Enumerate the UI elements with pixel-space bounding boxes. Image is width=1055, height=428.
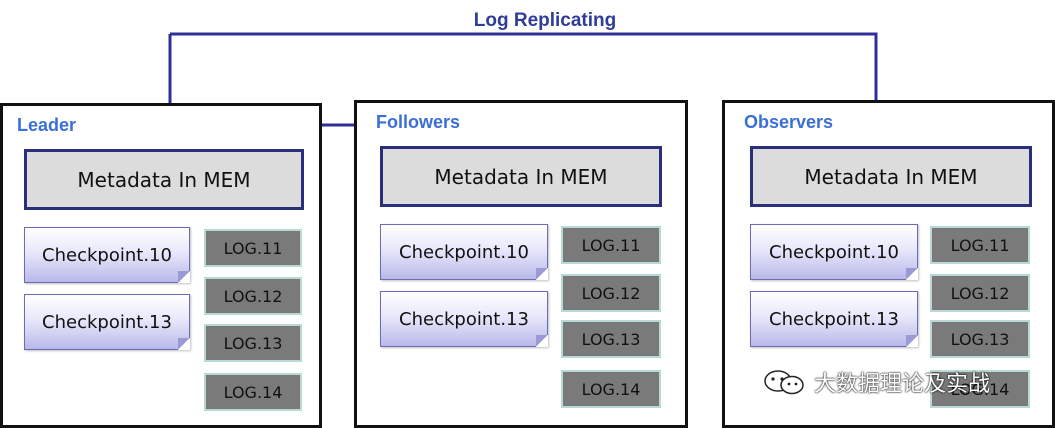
observers-log-14: LOG.14 xyxy=(930,370,1030,408)
checkpoint-label: Checkpoint.10 xyxy=(42,244,172,266)
wechat-icon xyxy=(764,370,804,395)
observers-log-11: LOG.11 xyxy=(930,226,1030,264)
checkpoint-label: Checkpoint.13 xyxy=(399,308,529,330)
checkpoint-label: Checkpoint.10 xyxy=(769,241,899,263)
followers-title: Followers xyxy=(376,112,461,132)
leader-metadata-memory: Metadata In MEM xyxy=(24,149,304,210)
followers-checkpoint-13: Checkpoint.13 xyxy=(380,291,548,347)
arrow-to-observers xyxy=(170,32,881,130)
observers-log-12: LOG.12 xyxy=(930,274,1030,312)
leader-checkpoint-10: Checkpoint.10 xyxy=(24,227,190,283)
checkpoint-label: Checkpoint.10 xyxy=(399,241,529,263)
observers-metadata-memory: Metadata In MEM xyxy=(750,146,1032,207)
leader-log-12: LOG.12 xyxy=(204,277,302,315)
leader-log-14: LOG.14 xyxy=(204,373,302,411)
log-replicating-label: Log Replicating xyxy=(473,10,617,31)
followers-log-12: LOG.12 xyxy=(561,274,661,312)
leader-log-13: LOG.13 xyxy=(204,324,302,362)
leader-log-11: LOG.11 xyxy=(204,229,302,267)
observers-checkpoint-10: Checkpoint.10 xyxy=(750,224,918,280)
leader-title: Leader xyxy=(17,115,77,135)
watermark: 大数据理论及实战 xyxy=(762,366,990,398)
followers-log-11: LOG.11 xyxy=(561,226,661,264)
leader-checkpoint-13: Checkpoint.13 xyxy=(24,294,190,350)
observers-log-13: LOG.13 xyxy=(930,320,1030,358)
checkpoint-label: Checkpoint.13 xyxy=(769,308,899,330)
followers-checkpoint-10: Checkpoint.10 xyxy=(380,224,548,280)
watermark-text: 大数据理论及实战 xyxy=(814,372,991,397)
followers-log-14: LOG.14 xyxy=(561,370,661,408)
followers-log-13: LOG.13 xyxy=(561,320,661,358)
followers-metadata-memory: Metadata In MEM xyxy=(380,146,662,207)
observers-checkpoint-13: Checkpoint.13 xyxy=(750,291,918,347)
checkpoint-label: Checkpoint.13 xyxy=(42,311,172,333)
observers-title: Observers xyxy=(744,112,834,132)
